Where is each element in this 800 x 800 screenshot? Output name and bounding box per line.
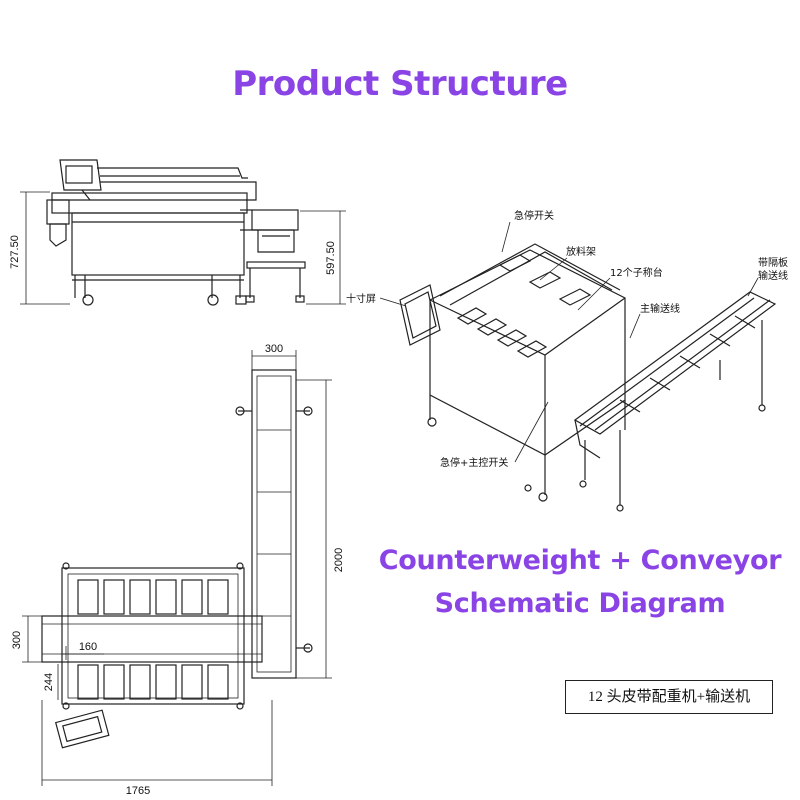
dim-height-total: 727.50 [9,235,21,269]
callout-estop-switch: 急停开关 [514,209,554,222]
isometric-view [379,221,777,512]
callout-ten-inch-screen: 十寸屏 [346,292,376,305]
side-elevation-view [20,159,346,306]
diagram-subtitle-line1: Counterweight + Conveyor [378,545,782,576]
model-label-box: 12 头皮带配重机+输送机 [565,680,773,714]
callout-material-rack: 放料架 [566,245,596,258]
dim-conveyor-width: 300 [265,343,283,355]
dim-conveyor-length: 2000 [333,548,345,572]
dim-inlet-width: 300 [11,631,23,649]
callout-baffle-conveyor-line2: 输送线 [758,269,788,282]
dim-total-width: 1765 [126,785,150,797]
callout-baffle-conveyor-line1: 带隔板 [758,256,788,269]
plan-view [22,350,332,786]
dim-offset-160: 160 [79,641,97,653]
diagram-subtitle-line2: Schematic Diagram [434,588,726,619]
page-title: Product Structure [232,64,568,104]
dim-height-conveyor: 597.50 [325,241,337,275]
callout-sub-scales: 12个子称台 [610,266,663,279]
dim-offset-244: 244 [43,673,55,691]
callout-estop-main-switch: 急停+主控开关 [440,456,508,469]
callout-main-conveyor: 主输送线 [640,302,680,315]
